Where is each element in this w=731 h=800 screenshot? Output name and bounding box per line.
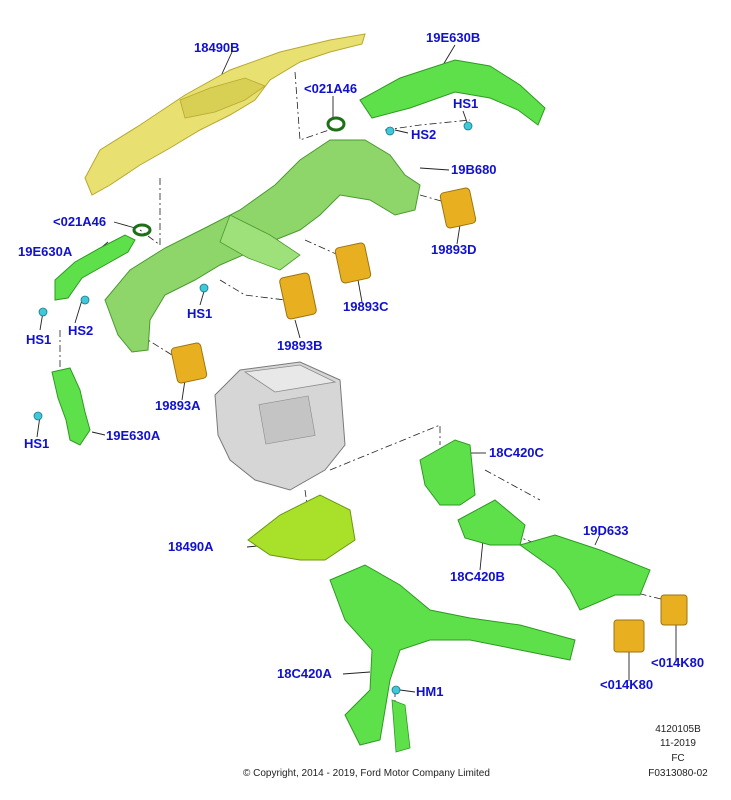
duct-18490A — [247, 494, 356, 561]
duct-18C420A — [329, 564, 576, 746]
reference-code: 4120105B — [655, 724, 701, 735]
seal-021A46-lower — [132, 223, 152, 237]
heater-unit — [214, 361, 346, 491]
callout-19E630A-lower[interactable]: 19E630A — [106, 428, 161, 443]
duct-19E630A-lower — [51, 367, 91, 446]
callout-HM1[interactable]: HM1 — [416, 684, 444, 699]
duct-19B680 — [104, 139, 421, 353]
callout-18490B[interactable]: 18490B — [194, 40, 240, 55]
seal-021A46-upper — [326, 116, 346, 132]
callout-18490A[interactable]: 18490A — [168, 539, 214, 554]
bracket-014K80-right — [660, 594, 688, 626]
callout-18C420C[interactable]: 18C420C — [489, 445, 544, 460]
callout-021A46-lower[interactable]: <021A46 — [53, 214, 107, 229]
callout-HS1-left-upper[interactable]: HS1 — [26, 332, 52, 347]
callout-19B680[interactable]: 19B680 — [451, 162, 497, 177]
callout-19E630B[interactable]: 19E630B — [426, 30, 481, 45]
callout-014K80-right[interactable]: <014K80 — [651, 655, 705, 670]
bracket-HM1 — [391, 699, 411, 753]
callout-HS2-left[interactable]: HS2 — [68, 323, 94, 338]
figure-id: F0313080-02 — [648, 768, 708, 779]
duct-19D633 — [518, 534, 651, 611]
callout-HS1-upper-right[interactable]: HS1 — [453, 96, 479, 111]
callout-19D633[interactable]: 19D633 — [583, 523, 629, 538]
callout-014K80-left[interactable]: <014K80 — [600, 677, 654, 692]
fasteners — [33, 121, 473, 695]
outlet-19893C — [334, 242, 372, 284]
duct-19E630B — [359, 59, 546, 126]
panel-18490B — [84, 33, 366, 196]
outlet-19893B — [279, 272, 317, 320]
callout-18C420A[interactable]: 18C420A — [277, 666, 332, 681]
callout-HS2-upper[interactable]: HS2 — [411, 127, 437, 142]
duct-18C420C — [419, 439, 476, 506]
duct-18C420B — [457, 499, 526, 546]
market-code: FC — [671, 753, 685, 764]
callout-HS1-center[interactable]: HS1 — [187, 306, 213, 321]
outlet-19893D — [439, 187, 477, 229]
callout-18C420B[interactable]: 18C420B — [450, 569, 505, 584]
callout-19E630A-upper[interactable]: 19E630A — [18, 244, 73, 259]
callout-19893A[interactable]: 19893A — [155, 398, 201, 413]
callout-HS1-left-lower[interactable]: HS1 — [24, 436, 50, 451]
callout-021A46-upper[interactable]: <021A46 — [304, 81, 358, 96]
bracket-014K80-left — [613, 619, 645, 653]
duct-19E630A-upper — [54, 234, 136, 301]
outlet-19893A — [170, 342, 208, 384]
callout-19893B[interactable]: 19893B — [277, 338, 323, 353]
copyright-notice: © Copyright, 2014 - 2019, Ford Motor Com… — [243, 768, 490, 779]
callout-19893D[interactable]: 19893D — [431, 242, 477, 257]
callout-19893C[interactable]: 19893C — [343, 299, 389, 314]
revision-date: 11-2019 — [660, 738, 696, 749]
